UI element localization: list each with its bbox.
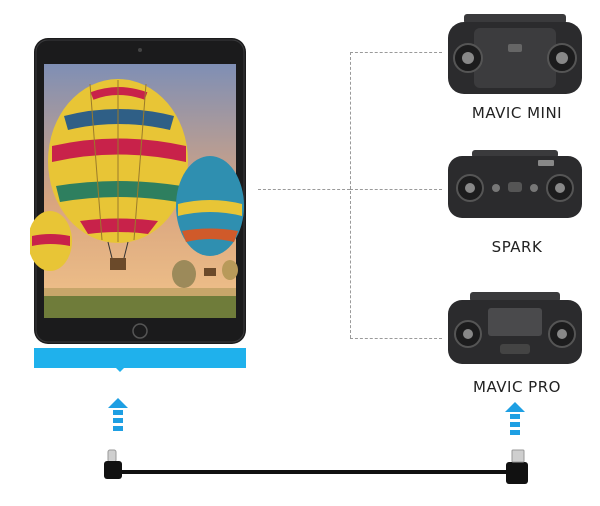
usb-cable-icon — [104, 449, 528, 484]
controller-mavic-pro — [444, 292, 586, 366]
up-arrow-right — [505, 402, 525, 440]
connector-line-spark — [350, 189, 442, 190]
remote-controller-icon — [448, 292, 582, 364]
remote-controller-icon — [448, 150, 582, 218]
highlight-bar-notch — [114, 366, 126, 372]
connector-line-main — [258, 189, 350, 190]
connector-line-pro — [350, 338, 442, 339]
up-arrow-icon — [505, 402, 525, 435]
connector-line-vertical — [350, 52, 351, 338]
device-label-spark: SPARK — [491, 238, 543, 256]
tablet-icon — [28, 38, 246, 344]
tablet — [28, 36, 250, 346]
highlight-bar — [34, 348, 246, 368]
controller-mavic-mini — [444, 14, 586, 96]
connector-line-mini — [350, 52, 442, 53]
up-arrow-icon — [108, 398, 128, 431]
cable — [98, 444, 538, 494]
up-arrow-left — [108, 398, 128, 436]
remote-controller-icon — [448, 14, 582, 94]
device-label-mavic-pro: MAVIC PRO — [473, 378, 561, 396]
controller-spark — [444, 150, 586, 222]
device-label-mavic-mini: MAVIC MINI — [471, 104, 563, 122]
